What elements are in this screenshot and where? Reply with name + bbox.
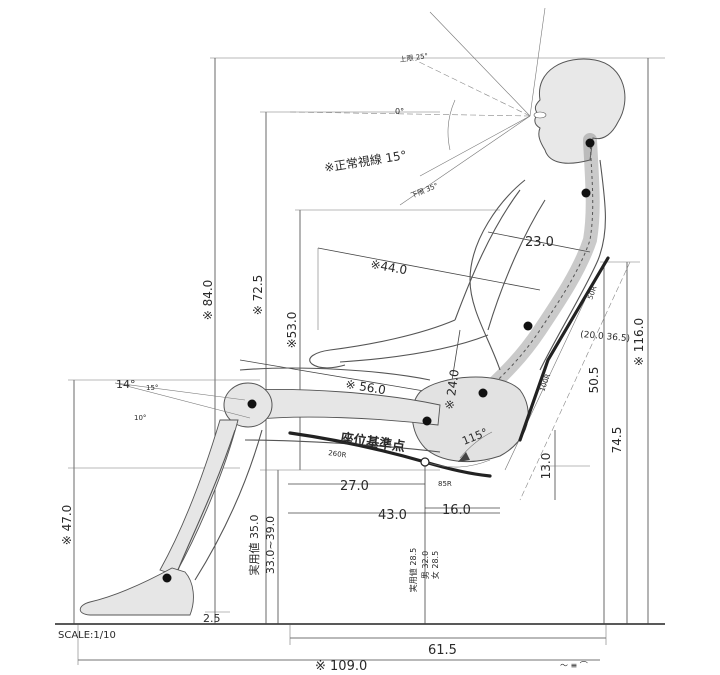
seat-reference-label: 座位基準点 [338, 430, 406, 455]
dim-female-label: 女 28.5 [430, 551, 440, 579]
dim-43-label: 43.0 [378, 508, 407, 523]
dim-84-label: ※ 84.0 [201, 280, 215, 321]
sight-lines [289, 7, 546, 206]
dim-male-label: 男 32.0 [421, 551, 430, 579]
radius-85R: 85R [438, 480, 452, 488]
femur-icon [249, 389, 441, 426]
dimension-lines [55, 57, 665, 665]
sight-lower-limit: 下限 35° [409, 181, 439, 200]
backrest [518, 256, 610, 442]
dim-20-36-label: (20.0 36.5) [580, 330, 631, 344]
dim-24-label: ※ 24.0 [442, 368, 462, 410]
dim-56-label: ※ 56.0 [345, 377, 387, 397]
angle-15: 15° [146, 384, 158, 392]
angle-14: 14° [116, 378, 136, 391]
dim-44-label: ※44.0 [369, 257, 408, 277]
watermark: 〜 ≡ ⌒ [560, 661, 588, 670]
human-figure [79, 58, 626, 616]
radius-50R: 50R [586, 285, 598, 301]
radius-260R: 260R [328, 449, 347, 459]
dim-72-5-label: ※ 72.5 [251, 275, 265, 316]
foot-icon [79, 567, 194, 616]
skull-icon [534, 58, 626, 164]
dim-13-label: 13.0 [539, 453, 553, 480]
dim-61-5-label: 61.5 [428, 643, 457, 658]
dim-53-label: ※53.0 [285, 312, 299, 349]
dim-47-label: ※ 47.0 [60, 505, 74, 546]
seat-profile [288, 256, 610, 478]
seat-pan [288, 431, 492, 478]
dim-16-label: 16.0 [442, 503, 471, 518]
pelvis-icon [411, 376, 529, 463]
dim-23-label: 23.0 [525, 235, 554, 250]
dim-practical-label: 実用値 28.5 [408, 548, 418, 592]
seat-reference-point [420, 457, 430, 467]
sight-normal: ※正常視線 15° [323, 147, 407, 175]
scale-label: SCALE:1/10 [58, 630, 116, 641]
dim-74-5-label: 74.5 [610, 427, 624, 454]
dim-35-label: 実用値 35.0 [247, 515, 261, 576]
dim-109-label: ※ 109.0 [315, 659, 367, 670]
dim-33-39-label: 33.0~39.0 [264, 516, 277, 574]
dim-50-5-label: 50.5 [587, 367, 601, 394]
radius-100R: 100R [538, 373, 552, 393]
tibia-icon [159, 419, 239, 576]
dim-2-5-label: 2.5 [203, 612, 221, 625]
angle-10: 10° [134, 414, 146, 422]
dim-116-label: ※ 116.0 [632, 318, 646, 366]
sight-upper-limit: 上限 25° [399, 51, 429, 64]
dim-27-label: 27.0 [340, 479, 369, 494]
sight-zero: 0° [395, 107, 404, 116]
